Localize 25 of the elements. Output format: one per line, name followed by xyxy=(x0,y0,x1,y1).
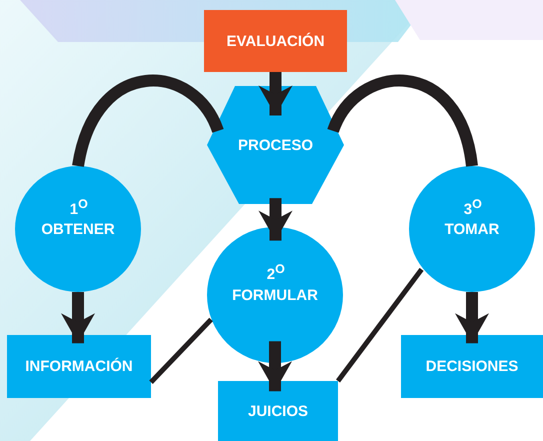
step-number: 2$^{O}$ xyxy=(266,262,285,283)
curved-connector xyxy=(72,74,224,168)
node-label: PROCESO xyxy=(238,136,313,154)
arrow xyxy=(258,72,292,116)
arrow xyxy=(455,292,489,344)
arrow xyxy=(258,341,292,392)
process-hexagon xyxy=(207,86,344,204)
node-label: OBTENER xyxy=(41,220,115,238)
node-label: FORMULAR xyxy=(232,286,318,304)
node-label: TOMAR xyxy=(444,220,500,238)
arrow xyxy=(258,198,292,241)
node-label: DECISIONES xyxy=(426,358,518,375)
process-box xyxy=(204,10,347,72)
connector-line xyxy=(149,318,213,384)
curved-connector xyxy=(328,74,478,168)
result-box xyxy=(7,335,151,398)
node-label: EVALUACIÓN xyxy=(226,32,325,50)
arrow xyxy=(61,292,95,344)
result-box xyxy=(218,381,338,441)
connector-line xyxy=(336,268,424,382)
step-number: 3$^{O}$ xyxy=(464,197,482,218)
node-label: INFORMACIÓN xyxy=(25,358,133,375)
node-label: JUICIOS xyxy=(248,402,308,420)
step-number: 1$^{O}$ xyxy=(70,197,88,218)
result-box xyxy=(401,335,543,398)
